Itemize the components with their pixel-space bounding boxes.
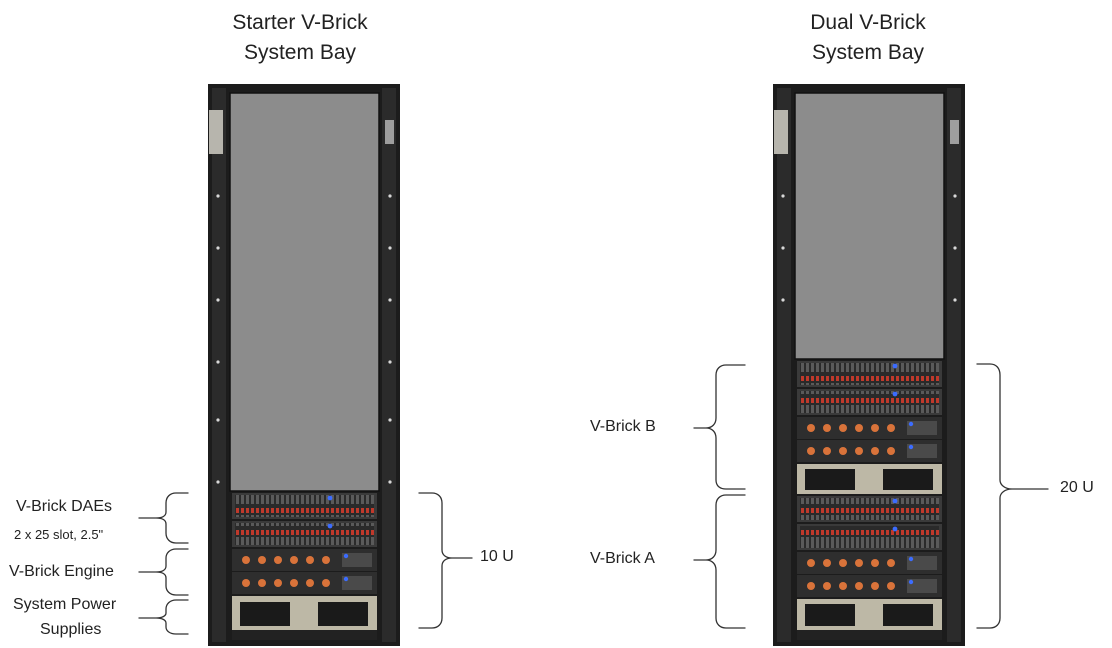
led	[908, 579, 914, 585]
starter-power-brace	[138, 599, 189, 635]
dual-blank-panel	[794, 92, 945, 360]
dual-dae-b1	[797, 361, 942, 387]
label-vbrick-b: V-Brick B	[590, 418, 656, 435]
label-vbrick-daes: V-Brick DAEs	[16, 498, 113, 515]
dual-engine-b	[797, 417, 942, 462]
led	[908, 421, 914, 427]
starter-dae-2	[232, 521, 377, 547]
starter-title-line2: System Bay	[243, 41, 357, 64]
label-starter-10u: 10 U	[480, 548, 514, 565]
starter-hinge	[209, 110, 223, 154]
starter-bay-title: Starter V-Brick System Bay	[200, 8, 400, 68]
dual-bay-title: Dual V-Brick System Bay	[768, 8, 968, 68]
dual-latch	[950, 120, 959, 144]
label-dual-20u: 20 U	[1060, 479, 1094, 496]
dual-brick-a-brace	[693, 494, 746, 629]
label-vbrick-engine: V-Brick Engine	[9, 563, 114, 580]
led	[327, 495, 333, 501]
led	[908, 556, 914, 562]
dual-title-line1: Dual V-Brick	[810, 11, 926, 34]
led	[908, 444, 914, 450]
led	[892, 363, 898, 369]
starter-height-brace	[418, 492, 473, 629]
starter-title-line1: Starter V-Brick	[232, 11, 368, 34]
dual-dae-b2	[797, 389, 942, 415]
dual-height-brace	[976, 363, 1049, 629]
dual-power-a	[797, 599, 942, 630]
starter-daes-brace	[138, 492, 189, 544]
starter-power-supplies	[232, 596, 377, 630]
led	[343, 553, 349, 559]
dual-rack	[773, 84, 965, 646]
starter-rack-rail	[382, 88, 396, 642]
led	[892, 526, 898, 532]
dual-dae-a2	[797, 524, 942, 550]
dual-title-line2: System Bay	[811, 41, 925, 64]
starter-engine	[232, 549, 377, 594]
dual-hinge	[774, 110, 788, 154]
starter-latch	[385, 120, 394, 144]
starter-rack	[208, 84, 400, 646]
starter-engine-brace	[138, 548, 189, 596]
starter-rack-rail	[212, 88, 226, 642]
dual-rail-screws	[781, 194, 957, 302]
label-power-line1: System Power	[13, 596, 117, 613]
dual-engine-a	[797, 552, 942, 597]
starter-rail-screws	[216, 194, 392, 484]
dual-rack-rail	[947, 88, 961, 642]
starter-dae-1	[232, 493, 377, 519]
label-vbrick-a: V-Brick A	[590, 550, 655, 567]
led	[892, 498, 898, 504]
dual-brick-b-brace	[693, 364, 746, 490]
label-dae-slot-detail: 2 x 25 slot, 2.5"	[14, 527, 104, 542]
led	[892, 391, 898, 397]
label-power-line2: Supplies	[40, 621, 102, 638]
starter-blank-panel	[229, 92, 380, 492]
dual-dae-a1	[797, 496, 942, 522]
dual-power-b	[797, 464, 942, 494]
dual-rack-rail	[777, 88, 791, 642]
led	[327, 523, 333, 529]
led	[343, 576, 349, 582]
